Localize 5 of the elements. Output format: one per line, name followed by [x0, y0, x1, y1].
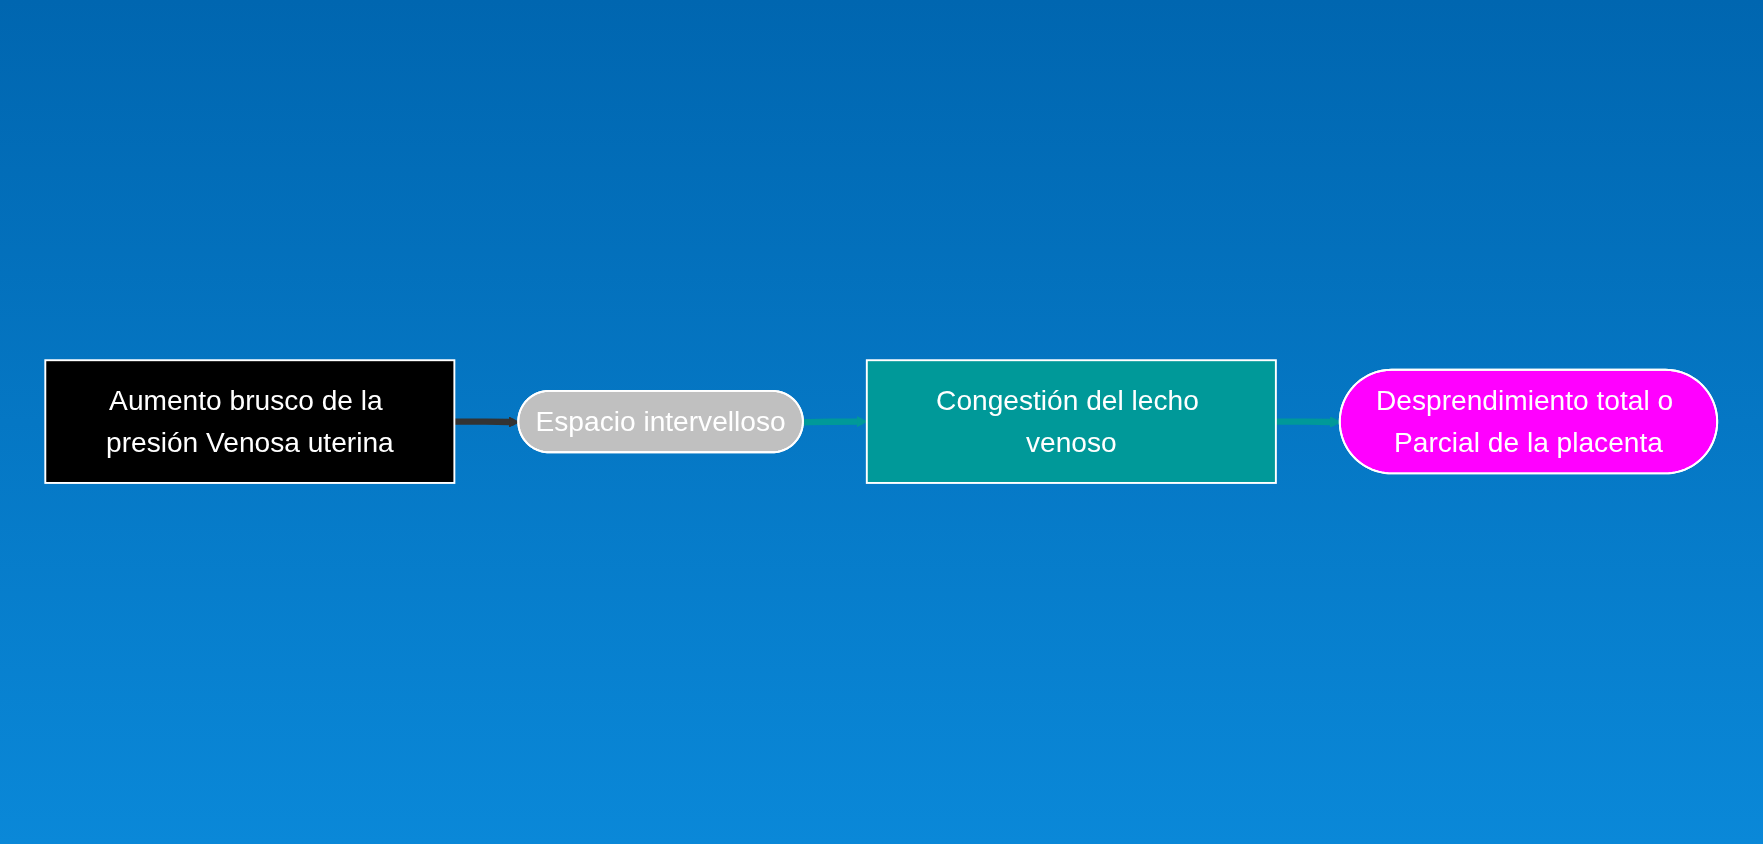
node-box: Congestión del lecho venoso: [866, 359, 1278, 485]
arrow: [803, 416, 868, 428]
arrow: [1276, 416, 1342, 429]
node-box: Aumento brusco de la presión Venosa uterina: [44, 359, 456, 485]
arrow: [454, 416, 520, 429]
